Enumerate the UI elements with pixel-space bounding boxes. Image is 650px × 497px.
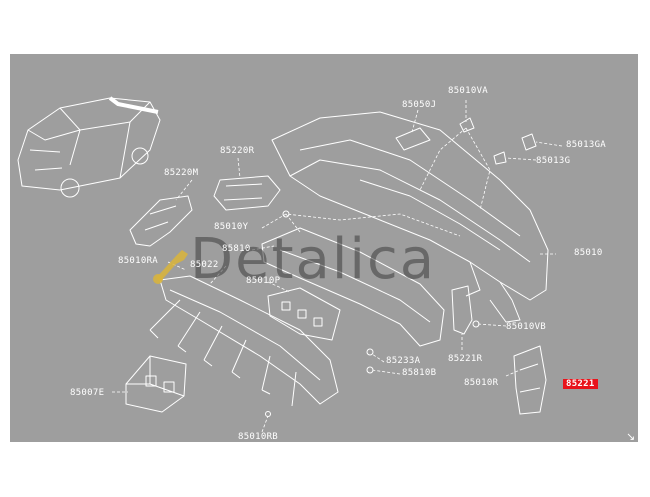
fastener-85810b <box>366 366 374 374</box>
part-85010p <box>267 287 341 341</box>
part-85022-beam <box>149 275 339 407</box>
label-85013g[interactable]: 85013G <box>536 156 571 166</box>
label-85050j[interactable]: 85050J <box>402 100 437 110</box>
clip-85010va <box>459 117 475 133</box>
label-85007e[interactable]: 85007E <box>70 388 105 398</box>
part-85221r <box>451 285 473 335</box>
label-85010va[interactable]: 85010VA <box>448 86 489 96</box>
wrench-logo-icon <box>153 250 188 284</box>
fastener-85233a <box>366 348 374 356</box>
label-85010r[interactable]: 85010R <box>464 378 499 388</box>
label-85010rb[interactable]: 85010RB <box>238 432 279 442</box>
label-85010y[interactable]: 85010Y <box>214 222 249 232</box>
label-85810b[interactable]: 85810B <box>402 368 437 378</box>
label-85010vb[interactable]: 85010VB <box>506 322 547 332</box>
label-85221r[interactable]: 85221R <box>448 354 483 364</box>
label-85220r[interactable]: 85220R <box>220 146 255 156</box>
parts-diagram-panel <box>10 54 638 442</box>
label-85220m[interactable]: 85220M <box>164 168 199 178</box>
part-85220m <box>129 195 193 247</box>
part-85221 <box>513 345 547 415</box>
clip-85013ga <box>521 133 537 151</box>
label-85022[interactable]: 85022 <box>190 260 219 270</box>
vehicle-thumbnail <box>17 96 161 198</box>
label-85221-highlighted[interactable]: 85221 <box>563 379 598 389</box>
watermark-logo: Detalica <box>190 227 437 292</box>
corner-arrow-icon: ↘ <box>626 430 636 443</box>
part-85010-bumper-fascia <box>271 111 549 323</box>
label-85010p[interactable]: 85010P <box>246 276 281 286</box>
part-85007e <box>125 355 187 413</box>
part-85220r <box>213 175 281 211</box>
part-85050j <box>395 127 431 151</box>
fastener-85010rb <box>265 411 271 417</box>
label-85233a[interactable]: 85233A <box>386 356 421 366</box>
clip-85013g <box>493 151 507 165</box>
label-85010ra[interactable]: 85010RA <box>118 256 159 266</box>
label-85013ga[interactable]: 85013GA <box>566 140 607 150</box>
label-85810[interactable]: 85810 <box>222 244 251 254</box>
label-85010[interactable]: 85010 <box>574 248 603 258</box>
part-85810 <box>261 227 445 347</box>
